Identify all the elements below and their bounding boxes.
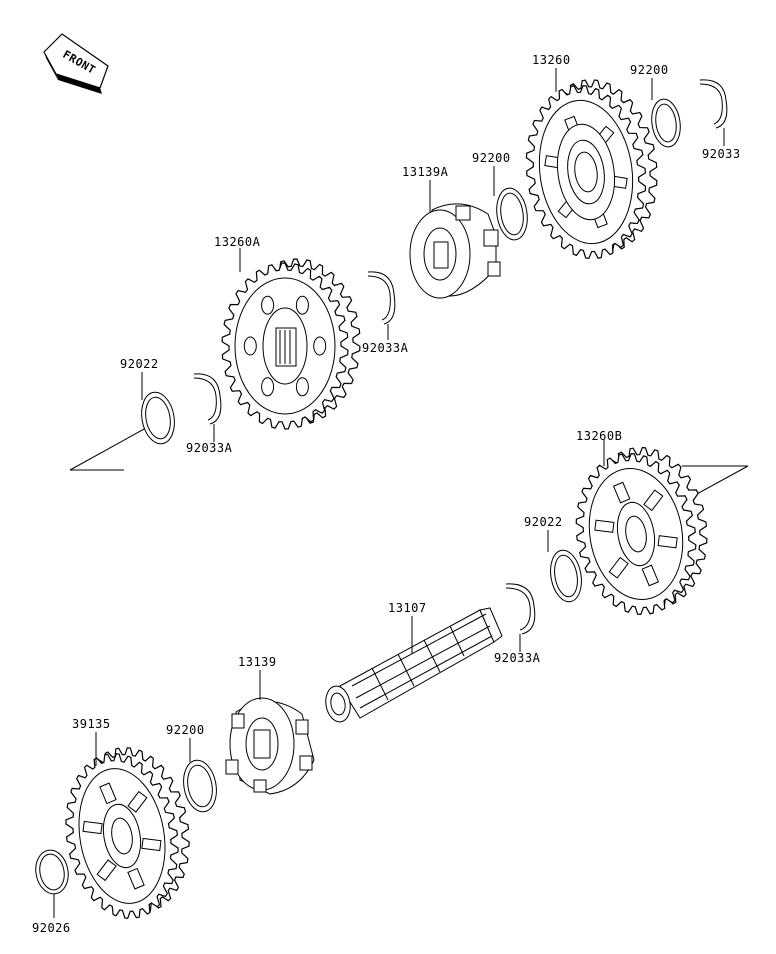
- washer-92022-left: [141, 391, 175, 445]
- gear-13260B-window: [612, 481, 631, 504]
- gear-13260A-hole: [261, 377, 275, 397]
- gear-13260-web: [538, 99, 634, 245]
- gear-39135-window: [141, 837, 162, 852]
- gear-39135-details: [102, 803, 142, 869]
- gear-13260A-web: [234, 277, 336, 415]
- label-92200-mid: 92200: [472, 151, 511, 165]
- label-13139: 13139: [238, 655, 277, 669]
- label-13260: 13260: [532, 53, 571, 67]
- circlip-92033A-upper: [367, 271, 396, 325]
- gear-13260B-window: [657, 535, 678, 549]
- gear-39135-window: [82, 820, 103, 835]
- label-92022-right: 92022: [524, 515, 563, 529]
- label-92033A-upper: 92033A: [362, 341, 409, 355]
- washer-92022-right: [550, 549, 582, 603]
- washer-92200-upper: [651, 98, 681, 148]
- gear-13260B-window: [608, 556, 629, 579]
- label-92033A-left: 92033A: [186, 441, 233, 455]
- gear-sleeve-13139A: [409, 203, 501, 299]
- gear-13260A-hole: [295, 377, 309, 397]
- label-13260B: 13260B: [576, 429, 622, 443]
- gear-13260A: [221, 258, 361, 430]
- gear-39135-window: [96, 859, 117, 882]
- gear-13260A-hole: [261, 295, 275, 315]
- part-labels: 13260 92200 92033 13139A 92200 13260A 92…: [32, 53, 741, 935]
- label-13107: 13107: [388, 601, 427, 615]
- gear-13260A-details: [262, 307, 308, 385]
- gear-13260B-window: [594, 519, 615, 533]
- front-arrow-icon: FRONT: [43, 33, 109, 94]
- circlip-92033: [699, 79, 728, 129]
- gear-13260A-hole: [295, 295, 309, 315]
- label-92033: 92033: [702, 147, 741, 161]
- gear-13260-details: [556, 123, 616, 221]
- washer-92200-lower: [183, 759, 217, 813]
- washer-92026: [35, 849, 69, 895]
- leader-lines: [53, 68, 725, 918]
- gear-13260B-web: [588, 468, 684, 600]
- label-92022-left: 92022: [120, 357, 159, 371]
- gear-13260B-window: [641, 564, 660, 587]
- gear-39135-window: [127, 867, 145, 890]
- shaft-13107: [325, 607, 503, 723]
- axis-line-upper: [69, 422, 156, 471]
- gear-39135-web: [78, 768, 166, 904]
- label-92026: 92026: [32, 921, 71, 935]
- gear-13260B-details: [616, 501, 656, 567]
- gear-39135-window: [127, 790, 148, 813]
- label-39135: 39135: [72, 717, 111, 731]
- circlip-92033A-left: [193, 373, 222, 425]
- label-92033A-right: 92033A: [494, 651, 541, 665]
- label-13139A: 13139A: [402, 165, 449, 179]
- gear-dog-13139: [225, 697, 315, 795]
- label-13260A: 13260A: [214, 235, 261, 249]
- label-92200-upper: 92200: [630, 63, 669, 77]
- gear-13260A-hole: [243, 336, 257, 356]
- gear-13260A-hole: [313, 336, 327, 356]
- label-92200-lower: 92200: [166, 723, 205, 737]
- gear-13260B-window: [643, 489, 664, 512]
- circlip-92033A-right: [505, 583, 536, 635]
- washer-92200-mid: [496, 187, 528, 241]
- gear-39135-window: [99, 782, 117, 805]
